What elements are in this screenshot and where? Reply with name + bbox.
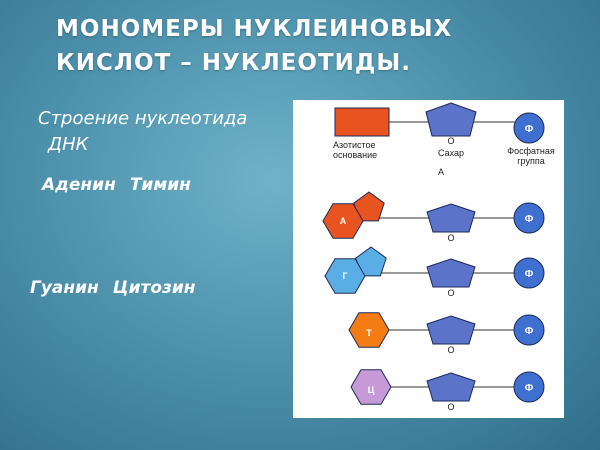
legend-example-label: А	[438, 167, 444, 177]
base-cytosine-label: Цитозин	[112, 278, 196, 298]
bases-row-2: Гуанин Цитозин	[30, 278, 210, 298]
subtitle-line-1: Строение нуклеотида	[38, 108, 248, 129]
nucleotide-diagram: Ф О Азотистое основание Сахар Фосфатная …	[322, 102, 555, 412]
phosphate-mark-4: Ф	[525, 383, 534, 394]
subtitle-line-2: ДНК	[48, 134, 89, 155]
legend-phosphate-mark: Ф	[525, 124, 534, 135]
phosphate-circle-1	[513, 202, 545, 234]
phosphate-circle-2	[513, 257, 545, 289]
legend-base-label-2: основание	[333, 150, 377, 160]
sugar-pentagon-4	[426, 372, 476, 402]
base-ring-small-2	[355, 246, 387, 277]
legend-base-label-1: Азотистое	[333, 140, 376, 150]
bases-row-1: Аденин Тимин	[42, 175, 205, 195]
sugar-mark-1: О	[447, 233, 454, 243]
base-ring-4	[350, 369, 392, 405]
base-ring-large-2	[324, 258, 366, 294]
nucleotide-diagram-panel: Ф О Азотистое основание Сахар Фосфатная …	[293, 100, 564, 418]
legend-sugar-mark: О	[447, 136, 454, 146]
legend-base-rect	[334, 107, 390, 137]
legend-sugar-label: Сахар	[438, 148, 464, 158]
slide-title: МОНОМЕРЫ НУКЛЕИНОВЫХ КИСЛОТ – НУКЛЕОТИДЫ…	[56, 12, 576, 80]
sugar-mark-3: О	[447, 345, 454, 355]
sugar-pentagon-1	[426, 203, 476, 233]
base-ring-small-1	[353, 191, 385, 222]
title-line-2: КИСЛОТ – НУКЛЕОТИДЫ.	[56, 50, 411, 76]
base-ring-3	[348, 312, 390, 348]
legend-phosphate-label-1: Фосфатная	[507, 146, 555, 156]
legend-sugar-pentagon	[425, 102, 477, 137]
phosphate-circle-3	[513, 314, 545, 346]
base-letter-2: Г	[342, 271, 347, 281]
base-letter-1: А	[340, 216, 347, 226]
subtitle: Строение нуклеотида ДНК	[38, 106, 288, 158]
base-guanine-label: Гуанин	[30, 278, 99, 298]
sugar-mark-2: О	[447, 288, 454, 298]
sugar-mark-4: О	[447, 402, 454, 412]
sugar-pentagon-3	[426, 315, 476, 345]
title-line-1: МОНОМЕРЫ НУКЛЕИНОВЫХ	[56, 16, 453, 42]
base-adenine-label: Аденин	[42, 175, 116, 195]
legend-phosphate-circle	[513, 112, 545, 144]
base-letter-3: Т	[366, 328, 372, 338]
phosphate-circle-4	[513, 371, 545, 403]
phosphate-mark-3: Ф	[525, 326, 534, 337]
base-thymine-label: Тимин	[129, 175, 191, 195]
sugar-pentagon-2	[426, 258, 476, 288]
base-ring-large-1	[322, 203, 364, 239]
phosphate-mark-1: Ф	[525, 214, 534, 225]
phosphate-mark-2: Ф	[525, 269, 534, 280]
legend-phosphate-label-2: группа	[517, 156, 544, 166]
base-letter-4: Ц	[368, 385, 375, 395]
